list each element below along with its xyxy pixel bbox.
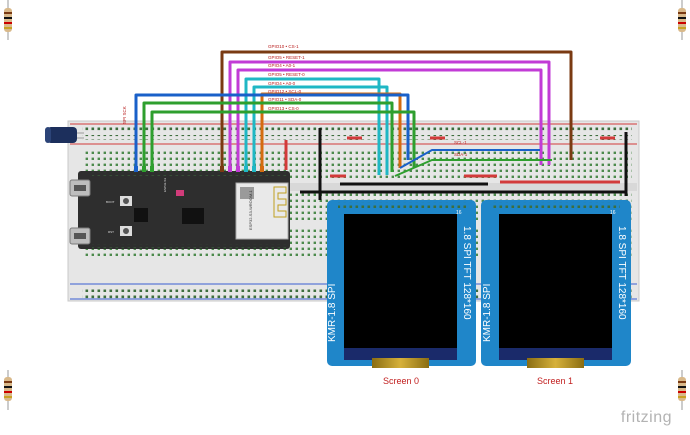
bus-label-scl-1: SCL-1 xyxy=(454,140,467,145)
wire-reset-0 xyxy=(244,77,381,175)
tft-screen-0-display xyxy=(344,214,457,348)
wire-a0-0 xyxy=(252,85,389,175)
tft-screen-1-display xyxy=(499,214,612,348)
fritzing-logo: fritzing xyxy=(621,409,672,427)
tft-screen-1: 16 KMR-1.8 SPI 1.8 SPI TFT 128*160 xyxy=(481,200,631,368)
resistor-top-right-icon xyxy=(678,0,686,40)
tft-screen-0: 16 KMR-1.8 SPI 1.8 SPI TFT 128*160 xyxy=(327,200,476,368)
tft-screen-1-side-left: KMR-1.8 SPI xyxy=(482,284,493,342)
wire-cs-1 xyxy=(220,50,573,168)
screen-0-caption: Screen 0 xyxy=(383,376,419,386)
wire-label-a0-0: GPIO4 • A0-0 xyxy=(268,81,296,86)
wire-cs-0 xyxy=(134,93,410,168)
resistor-top-left-icon xyxy=(4,0,12,40)
wire-label-scl-0: GPIO12 • SCL-0 xyxy=(268,89,302,94)
resistor-bottom-right-icon xyxy=(678,370,686,410)
esp32-board: BOOT RST ESP32-S3 ESP32-S3-WROOM-1 xyxy=(69,171,290,249)
wire-harness xyxy=(134,50,628,200)
wire-label-reset-0: GPIO5 • RESET-0 xyxy=(268,72,305,77)
bus-label-spi-sck: SPI SCK xyxy=(122,106,127,124)
wire-label-a0-1: GPIO4 • A0-1 xyxy=(268,63,296,68)
header-wire-ends xyxy=(134,166,264,172)
tft-screen-0-ribbon xyxy=(372,358,429,368)
wire-sda-0 xyxy=(142,101,394,172)
reset-button-label: RST xyxy=(108,230,114,234)
wire-reset-1 xyxy=(228,60,551,168)
capacitor-icon xyxy=(45,127,84,143)
tft-screen-1-side-right: 1.8 SPI TFT 128*160 xyxy=(616,226,627,320)
wire-label-reset-1: GPIO5 • RESET-1 xyxy=(268,55,305,60)
resistor-bottom-left-icon xyxy=(4,370,12,410)
wire-label-list: GPIO10 • CS-1 GPIO5 • RESET-1 GPIO4 • A0… xyxy=(122,44,468,157)
bus-label-sda-1: SDA-1 xyxy=(454,152,468,157)
tft-screen-0-side-left: KMR-1.8 SPI xyxy=(327,284,338,342)
fritzing-logo-text: fritzing xyxy=(620,409,672,426)
module-label: ESP32-S3-WROOM-1 xyxy=(248,189,253,230)
tft-screen-1-pin-number: 16 xyxy=(610,210,616,216)
tft-screen-1-ribbon xyxy=(527,358,584,368)
tft-screen-0-pin-number: 16 xyxy=(456,210,462,216)
wire-label-sda-0: GPIO11 • SDA-0 xyxy=(268,97,302,102)
wire-a0-1 xyxy=(236,68,543,168)
wire-label-cs-1: GPIO10 • CS-1 xyxy=(268,44,299,49)
boot-button-label: BOOT xyxy=(106,200,115,204)
screen-1-caption: Screen 1 xyxy=(537,376,573,386)
tft-screen-0-side-right: 1.8 SPI TFT 128*160 xyxy=(461,226,472,320)
chip-label: ESP32-S3 xyxy=(163,178,167,192)
wire-label-cs-0: GPIO13 • CS-0 xyxy=(268,106,299,111)
wire-green-short xyxy=(150,110,416,168)
